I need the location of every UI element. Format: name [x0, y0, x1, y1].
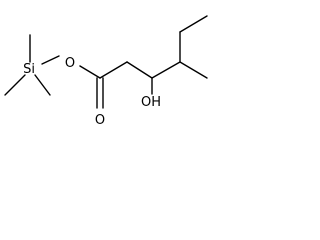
atom-label-carbonyl-oxygen: O [95, 113, 105, 128]
atom-label-si: Si [23, 62, 35, 77]
bond-c5-c6 [179, 15, 208, 33]
bond-si-oxygen [41, 55, 60, 65]
bond-c2-c3 [126, 61, 153, 79]
bond-si-methyl-bottom [34, 74, 51, 96]
bond-c3-c4 [151, 61, 181, 79]
atom-label-ester-oxygen: O [65, 56, 75, 71]
bond-c1-c2 [99, 61, 128, 79]
atom-label-hydroxyl: OH [141, 95, 161, 110]
bond-oxygen-carbonyl [79, 65, 101, 79]
bond-si-methyl-left [4, 74, 26, 96]
bond-c4-methyl [179, 61, 208, 79]
structure-canvas: Si O O OH [0, 0, 248, 131]
